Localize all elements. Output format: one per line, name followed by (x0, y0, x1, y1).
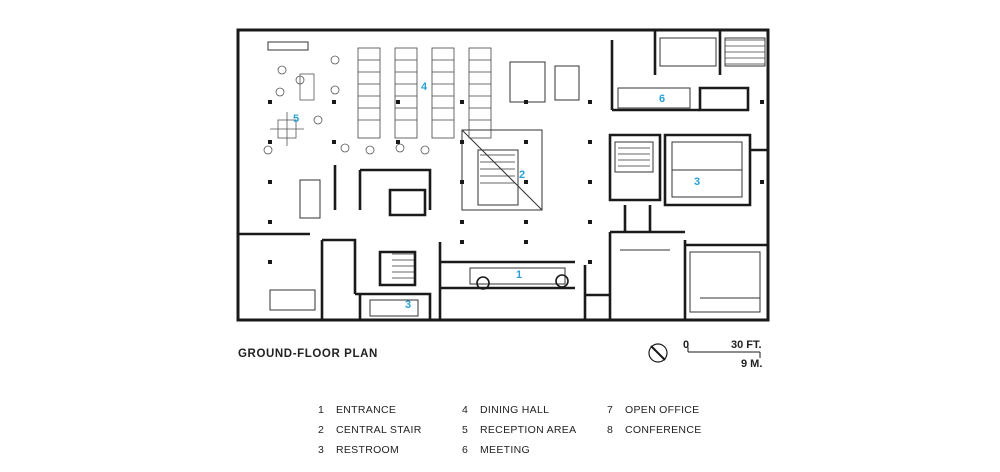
interior-walls (238, 30, 768, 320)
scale-zero-label: 0 (683, 339, 690, 351)
legend-item-3: 3 RESTROOM (318, 444, 399, 456)
stairs (392, 147, 650, 279)
plan-tag-3-east: 3 (694, 176, 700, 188)
legend-num: 2 (318, 424, 325, 436)
legend-num: 8 (607, 424, 614, 436)
scale-bar (687, 347, 761, 358)
structural-columns (268, 100, 764, 264)
legend-num: 3 (318, 444, 325, 456)
legend-num: 5 (462, 424, 469, 436)
plan-tag-3-south: 3 (405, 299, 411, 311)
plan-title: GROUND-FLOOR PLAN (238, 348, 378, 360)
exterior-walls (236, 28, 770, 322)
plan-tags: 1 2 3 3 4 5 6 (293, 81, 700, 311)
legend-label: MEETING (480, 444, 530, 456)
legend-label: DINING HALL (480, 404, 550, 416)
plan-tag-5: 5 (293, 113, 299, 125)
legend-label: CONFERENCE (625, 424, 702, 436)
lounge-seating (263, 55, 430, 155)
scale-feet-label: 30 FT. (731, 339, 762, 351)
legend-label: ENTRANCE (336, 404, 397, 416)
legend-num: 4 (462, 404, 469, 416)
legend-num: 1 (318, 404, 325, 416)
plan-tag-4: 4 (421, 81, 428, 93)
dining-tables (357, 39, 766, 139)
plan-tag-1: 1 (516, 269, 522, 281)
legend-label: CENTRAL STAIR (336, 424, 422, 436)
legend-item-7: 7 OPEN OFFICE (607, 404, 699, 416)
north-arrow-icon (648, 343, 668, 363)
entrance-doors (476, 274, 569, 290)
legend-num: 6 (462, 444, 469, 456)
legend-label: OPEN OFFICE (625, 404, 700, 416)
legend-num: 7 (607, 404, 614, 416)
legend-item-4: 4 DINING HALL (462, 404, 549, 416)
legend-item-2: 2 CENTRAL STAIR (318, 424, 422, 436)
plan-tag-2: 2 (519, 169, 525, 181)
scale-meters-label: 9 M. (741, 358, 763, 370)
partitions (267, 37, 766, 317)
legend-label: RESTROOM (336, 444, 400, 456)
plan-tag-6: 6 (659, 93, 665, 105)
legend-label: RECEPTION AREA (480, 424, 577, 436)
legend-item-6: 6 MEETING (462, 444, 530, 456)
legend-item-1: 1 ENTRANCE (318, 404, 396, 416)
legend-item-5: 5 RECEPTION AREA (462, 424, 576, 436)
legend-item-8: 8 CONFERENCE (607, 424, 702, 436)
